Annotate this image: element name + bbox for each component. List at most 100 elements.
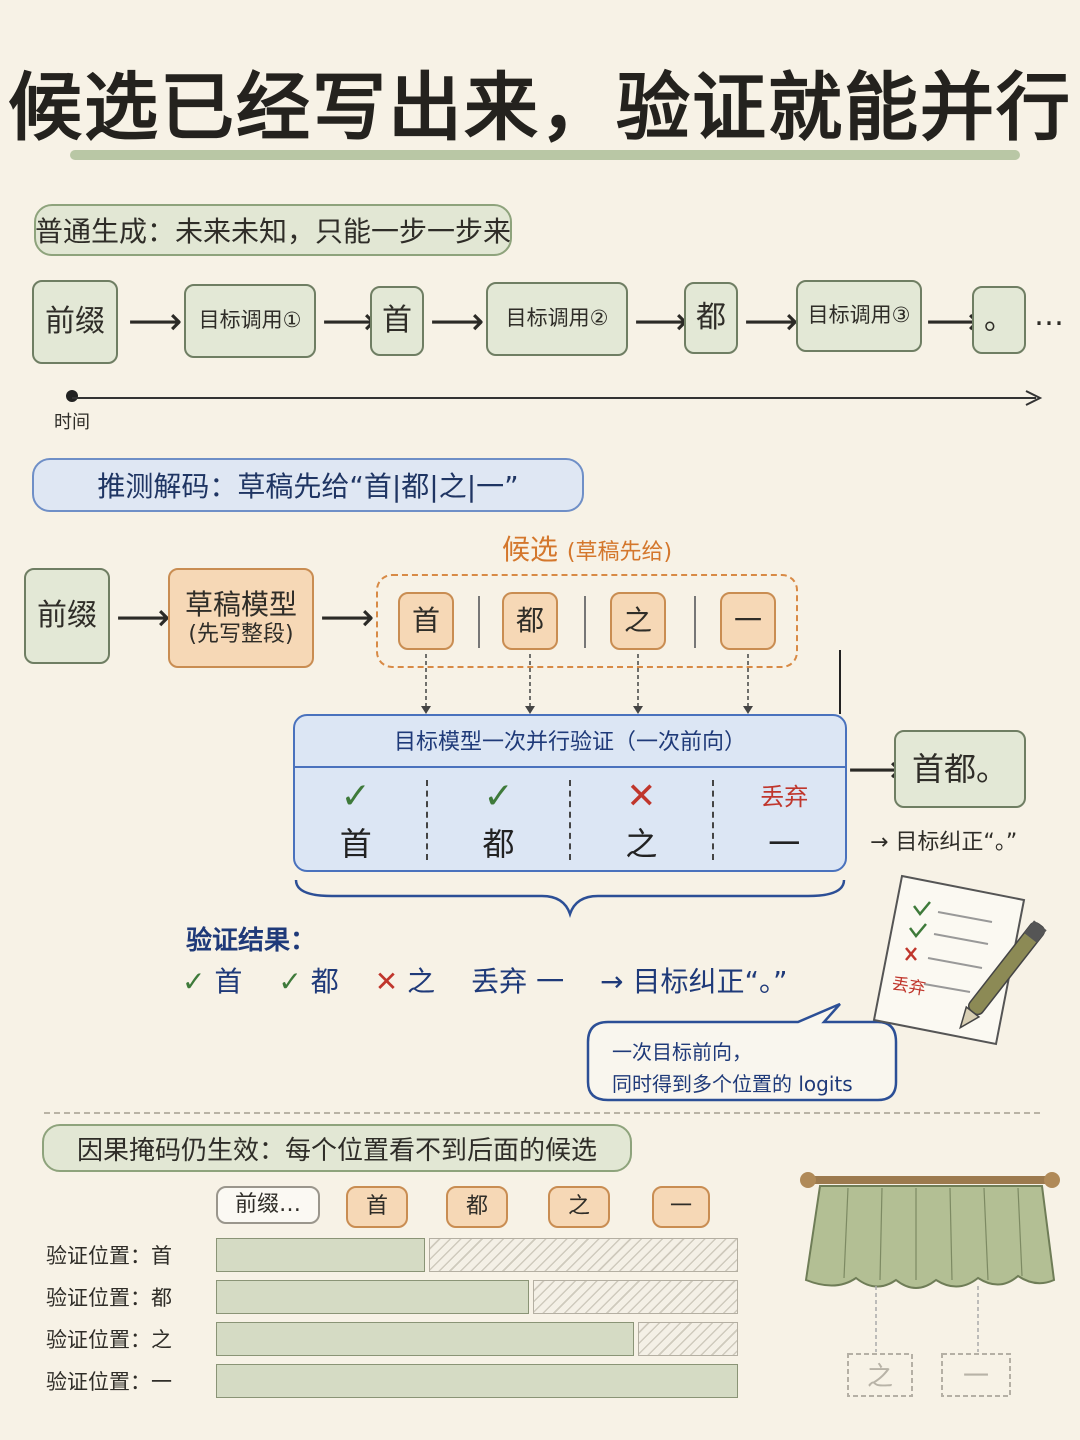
verify-char: 首	[339, 825, 372, 863]
mask-visible-bar	[216, 1238, 425, 1272]
arrow-icon: ⟶	[320, 595, 375, 639]
verify-divider	[568, 780, 571, 860]
verify-char: 之	[625, 825, 658, 863]
candidate-token: 首	[398, 592, 454, 650]
bubble-line: 一次目标前向，	[612, 1040, 752, 1064]
result-row: ✓ 首 ✓ 都 ✕ 之 丢弃 一 → 目标纠正“。”	[182, 960, 787, 1000]
mask-row-label: 验证位置：都	[46, 1286, 172, 1310]
arrow-icon: ⟶	[634, 299, 689, 343]
verify-col: ✕ 之	[586, 775, 696, 865]
spec-prefix: 前缀	[24, 568, 110, 664]
result-char: 都	[310, 965, 339, 998]
brace-icon	[294, 879, 846, 918]
section2-label: 推测解码：草稿先给“首|都|之|一”	[32, 458, 584, 512]
check-icon: ✓	[340, 776, 371, 817]
section-divider	[44, 1112, 1040, 1114]
mask-row-label: 验证位置：一	[46, 1370, 172, 1394]
curtain-hidden-token: 之	[866, 1362, 893, 1392]
draft-model-sub: (先写整段)	[188, 621, 294, 647]
page-title: 候选已经写出来，验证就能并行	[8, 65, 1072, 151]
verify-char: 都	[482, 825, 515, 863]
result-item: 丢弃 一	[471, 960, 564, 1000]
mask-row-label: 验证位置：首	[46, 1244, 172, 1268]
mask-bars	[216, 1238, 738, 1398]
speech-bubble-icon	[586, 1002, 898, 1102]
seq-node-token-shou: 首	[370, 286, 424, 356]
candidates-title: 候选 (草稿先给)	[502, 528, 672, 568]
cross-icon: ✕	[374, 965, 399, 998]
result-char: 之	[407, 965, 436, 998]
result-title: 验证结果：	[186, 926, 317, 956]
candidate-token: 都	[502, 592, 558, 650]
verify-col: ✓ 都	[444, 775, 554, 865]
verify-col: 丢弃 一	[729, 775, 839, 865]
candidates-group	[376, 574, 798, 668]
arrow-icon: ⟶	[744, 299, 799, 343]
speech-bubble-text: 一次目标前向， 同时得到多个位置的 logits	[612, 1036, 853, 1100]
mask-row-label: 验证位置：之	[46, 1328, 172, 1352]
verify-char: 一	[768, 825, 801, 863]
output-box: 首都。	[894, 730, 1026, 808]
candidate-divider	[584, 596, 586, 648]
check-icon: ✓	[483, 776, 514, 817]
candidate-token: 之	[610, 592, 666, 650]
section3-label: 因果掩码仍生效：每个位置看不到后面的候选	[42, 1124, 632, 1172]
seq-node-call-3: 目标调用③	[796, 280, 922, 352]
verify-divider	[711, 780, 714, 860]
timeline-label: 时间	[54, 412, 90, 433]
mask-hidden-bar	[533, 1280, 738, 1314]
mask-visible-bar	[216, 1322, 634, 1356]
verify-col: ✓ 首	[301, 775, 411, 865]
timeline-arrow	[66, 390, 1043, 406]
mask-visible-bar	[216, 1364, 738, 1398]
checklist-pen-icon	[872, 874, 1047, 1046]
result-item: ✓ 首	[182, 960, 242, 1000]
bubble-line: 同时得到多个位置的 logits	[612, 1072, 853, 1096]
mask-header-token: 首	[346, 1186, 408, 1228]
candidate-divider	[694, 596, 696, 648]
arrow-icon: ⟶	[128, 299, 183, 343]
seq-ellipsis: …	[1034, 298, 1064, 333]
seq-node-token-du: 都	[684, 282, 738, 354]
mask-hidden-bar	[638, 1322, 738, 1356]
arrow-icon: ⟶	[322, 299, 377, 343]
curtain-hidden-token: 一	[962, 1362, 989, 1392]
check-icon: ✓	[278, 965, 302, 998]
mask-visible-bar	[216, 1280, 529, 1314]
candidate-divider	[478, 596, 480, 648]
seq-node-prefix: 前缀	[32, 280, 118, 364]
cross-icon: ✕	[626, 776, 657, 817]
arrow-icon: ⟶	[926, 299, 981, 343]
seq-node-call-1: 目标调用①	[184, 284, 316, 358]
verify-divider	[426, 780, 429, 860]
verify-title: 目标模型一次并行验证（一次前向）	[293, 714, 847, 768]
discard-label: 丢弃	[471, 965, 528, 998]
seq-node-call-2: 目标调用②	[486, 282, 628, 356]
section1-label: 普通生成：未来未知，只能一步一步来	[34, 204, 512, 256]
result-char: 一	[536, 965, 565, 998]
check-icon: ✓	[182, 965, 206, 998]
draft-model-box: 草稿模型 (先写整段)	[168, 568, 314, 668]
mask-header-token: 都	[446, 1186, 508, 1228]
result-tail: → 目标纠正“。”	[600, 965, 788, 998]
output-note: → 目标纠正“。”	[870, 830, 1018, 855]
mask-header-prefix: 前缀…	[216, 1186, 320, 1224]
mask-header-token: 一	[652, 1186, 710, 1228]
arrow-icon: ⟶	[848, 747, 903, 791]
arrow-icon: ⟶	[430, 299, 485, 343]
candidate-token: 一	[720, 592, 776, 650]
curtain-icon	[800, 1172, 1060, 1397]
draft-model-title: 草稿模型	[184, 588, 297, 621]
candidates-label: 候选	[502, 533, 559, 566]
result-item: ✕ 之	[375, 960, 435, 1000]
verify-columns: ✓ 首 ✓ 都 ✕ 之 丢弃 一	[293, 772, 847, 868]
seq-node-token-period: 。	[972, 286, 1026, 354]
mask-hidden-bar	[429, 1238, 738, 1272]
discard-label: 丢弃	[760, 783, 809, 811]
mask-header-token: 之	[548, 1186, 610, 1228]
title-underline	[70, 150, 1020, 160]
verify-connectors	[421, 650, 841, 714]
result-char: 首	[214, 965, 243, 998]
result-item: ✓ 都	[278, 960, 338, 1000]
arrow-icon: ⟶	[116, 595, 171, 639]
